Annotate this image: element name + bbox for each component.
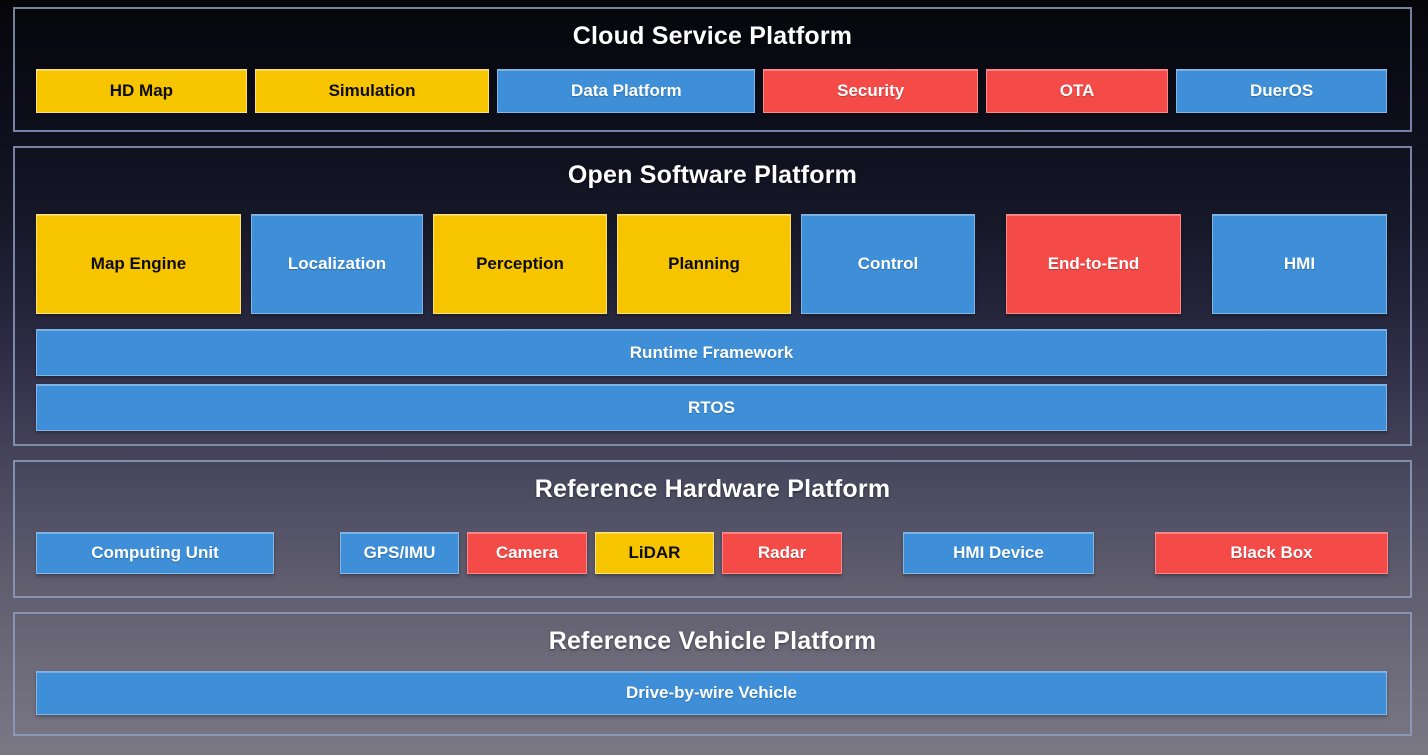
box-hmi: HMI xyxy=(1212,214,1387,314)
box-simulation: Simulation xyxy=(254,69,490,113)
box-end-to-end: End-to-End xyxy=(1006,214,1181,314)
section-reference-hardware-platform: Reference Hardware Platform Computing Un… xyxy=(13,460,1412,598)
box-camera: Camera xyxy=(467,532,587,574)
box-control: Control xyxy=(801,214,975,314)
box-lidar: LiDAR xyxy=(595,532,714,574)
box-hmi-device: HMI Device xyxy=(903,532,1094,574)
cloud-service-platform-title: Cloud Service Platform xyxy=(572,22,853,50)
reference-vehicle-platform-title: Reference Vehicle Platform xyxy=(548,627,877,655)
box-radar: Radar xyxy=(722,532,842,574)
box-security: Security xyxy=(763,69,978,113)
box-rtos: RTOS xyxy=(36,384,1387,431)
drive-by-wire-row: Drive-by-wire Vehicle xyxy=(36,671,1387,715)
box-planning: Planning xyxy=(617,214,791,314)
box-gps-imu: GPS/IMU xyxy=(340,532,459,574)
box-hd-map: HD Map xyxy=(36,69,247,113)
open-software-platform-title: Open Software Platform xyxy=(567,161,858,189)
box-black-box: Black Box xyxy=(1155,532,1388,574)
box-localization: Localization xyxy=(251,214,423,314)
box-perception: Perception xyxy=(433,214,607,314)
box-ota: OTA xyxy=(986,69,1169,113)
box-dueros: DuerOS xyxy=(1176,69,1388,113)
reference-hardware-platform-title: Reference Hardware Platform xyxy=(534,475,891,503)
box-map-engine: Map Engine xyxy=(36,214,241,314)
section-reference-vehicle-platform: Reference Vehicle Platform Drive-by-wire… xyxy=(13,612,1412,736)
runtime-framework-row: Runtime Framework xyxy=(36,329,1387,376)
box-computing-unit: Computing Unit xyxy=(36,532,274,574)
box-data-platform: Data Platform xyxy=(497,69,756,113)
box-runtime-framework: Runtime Framework xyxy=(36,329,1387,376)
box-drive-by-wire-vehicle: Drive-by-wire Vehicle xyxy=(36,671,1387,715)
rtos-row: RTOS xyxy=(36,384,1387,431)
